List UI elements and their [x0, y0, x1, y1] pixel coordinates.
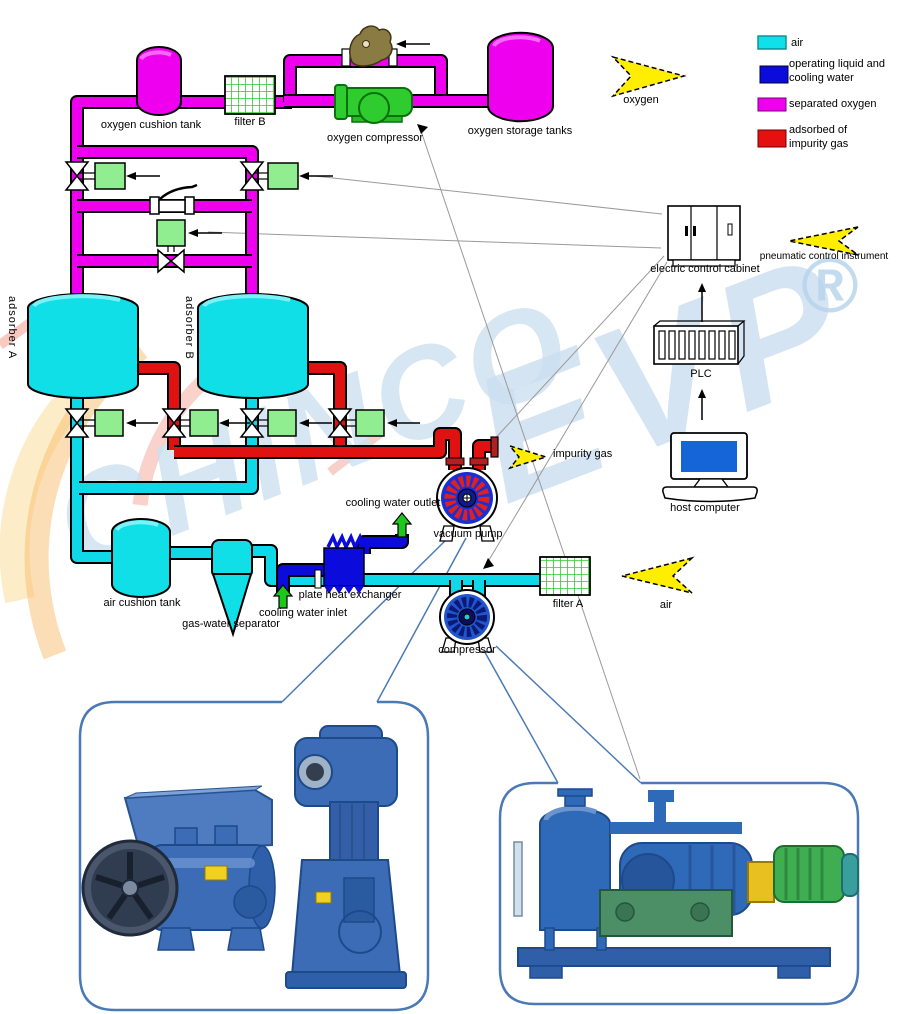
gas-water-separator-label: gas-water separator	[182, 618, 280, 630]
cooling-water-outlet-arrow-icon	[391, 512, 413, 538]
legend-liquid-label-line1: operating liquid and	[789, 58, 886, 70]
adsorber-a-vessel	[27, 293, 139, 399]
adsorber-a-air-valve	[64, 408, 158, 438]
legend-adsorbed-label-line1: adsorbed of	[789, 124, 848, 136]
adsorber-a-label: adsorber A	[6, 296, 18, 360]
air-flow-arrow-icon	[621, 556, 695, 594]
plate-heat-exchanger-label: plate heat exchanger	[298, 589, 402, 601]
legend-separated-oxygen-label: separated oxygen	[789, 98, 877, 110]
cooling-water-outlet-label: cooling water outlet	[345, 497, 441, 509]
oxygen-flow-arrow-icon	[610, 55, 687, 98]
oxygen-compressor-unit	[334, 84, 413, 124]
filter-a-unit	[539, 556, 591, 596]
legend-liquid-swatch	[759, 65, 789, 84]
impurity-gas-flow-arrow-icon	[507, 444, 549, 470]
electric-control-cabinet-label: electric control cabinet	[650, 263, 760, 275]
oxygen-storage-tank-vessel	[487, 31, 554, 123]
oxygen-storage-tanks-label: oxygen storage tanks	[467, 125, 573, 137]
cabinet-plc-arrow	[698, 283, 706, 322]
legend-liquid-label-line2: cooling water	[789, 72, 854, 84]
legend-swatches	[757, 35, 789, 148]
manual-crossover-valve	[149, 183, 198, 215]
host-plc-arrow	[698, 389, 706, 420]
adsorber-inlet-valve-b	[239, 161, 333, 191]
cooling-water-inlet-label: cooling water inlet	[258, 607, 348, 619]
adsorber-b-vessel	[197, 293, 309, 399]
electric-control-cabinet-unit	[667, 205, 741, 267]
vacuum-pump-unit	[436, 457, 498, 542]
air-cushion-tank-label: air cushion tank	[103, 597, 181, 609]
filter-b-label: filter B	[234, 116, 266, 128]
oxygen-cushion-tank-label: oxygen cushion tank	[100, 119, 202, 131]
oxygen-flow-label: oxygen	[623, 94, 659, 106]
adsorber-a-purge-valve	[161, 408, 250, 438]
adsorber-b-purge-valve	[327, 408, 420, 438]
compressor-label: compressor	[438, 644, 496, 656]
compressor-photo	[513, 788, 859, 979]
air-cushion-tank-vessel	[111, 518, 171, 598]
pressure-regulator-valve	[341, 25, 430, 67]
filter-b-unit	[224, 75, 276, 115]
photo-callout-lines	[281, 535, 642, 784]
pneumatic-flow-arrow-icon	[788, 226, 859, 256]
adsorber-b-air-valve	[239, 408, 332, 438]
legend-adsorbed-label-line2: impurity gas	[789, 138, 849, 150]
host-computer-label: host computer	[670, 502, 740, 514]
vacuum-pump-photo	[81, 725, 407, 989]
legend-air-swatch	[757, 35, 787, 50]
plc-unit	[653, 320, 746, 365]
legend-oxygen-swatch	[757, 97, 787, 112]
adsorber-inlet-valve-a	[64, 161, 160, 191]
oxygen-compressor-label: oxygen compressor	[327, 132, 423, 144]
oxygen-cushion-tank-vessel	[136, 46, 182, 116]
air-flow-label: air	[659, 599, 673, 611]
equalization-valve	[156, 219, 222, 274]
air-compressor-unit	[439, 589, 495, 653]
vacuum-pump-label: vacuum pump	[433, 528, 503, 540]
watermark-registered-icon: ®	[800, 241, 858, 329]
host-computer-unit	[662, 432, 758, 503]
pneumatic-control-instrument-label: pneumatic control instrument	[759, 251, 889, 262]
legend-adsorbed-swatch	[757, 129, 787, 148]
cooling-water-inlet-arrow-icon	[272, 584, 294, 609]
gas-water-separator-vessel	[211, 539, 253, 638]
legend-air-label: air	[791, 37, 804, 49]
impurity-gas-flow-label: impurity gas	[553, 448, 613, 460]
plc-label: PLC	[690, 368, 712, 380]
filter-a-label: filter A	[552, 598, 584, 610]
plate-heat-exchanger-unit	[314, 532, 366, 594]
adsorber-b-label: adsorber B	[183, 296, 195, 360]
